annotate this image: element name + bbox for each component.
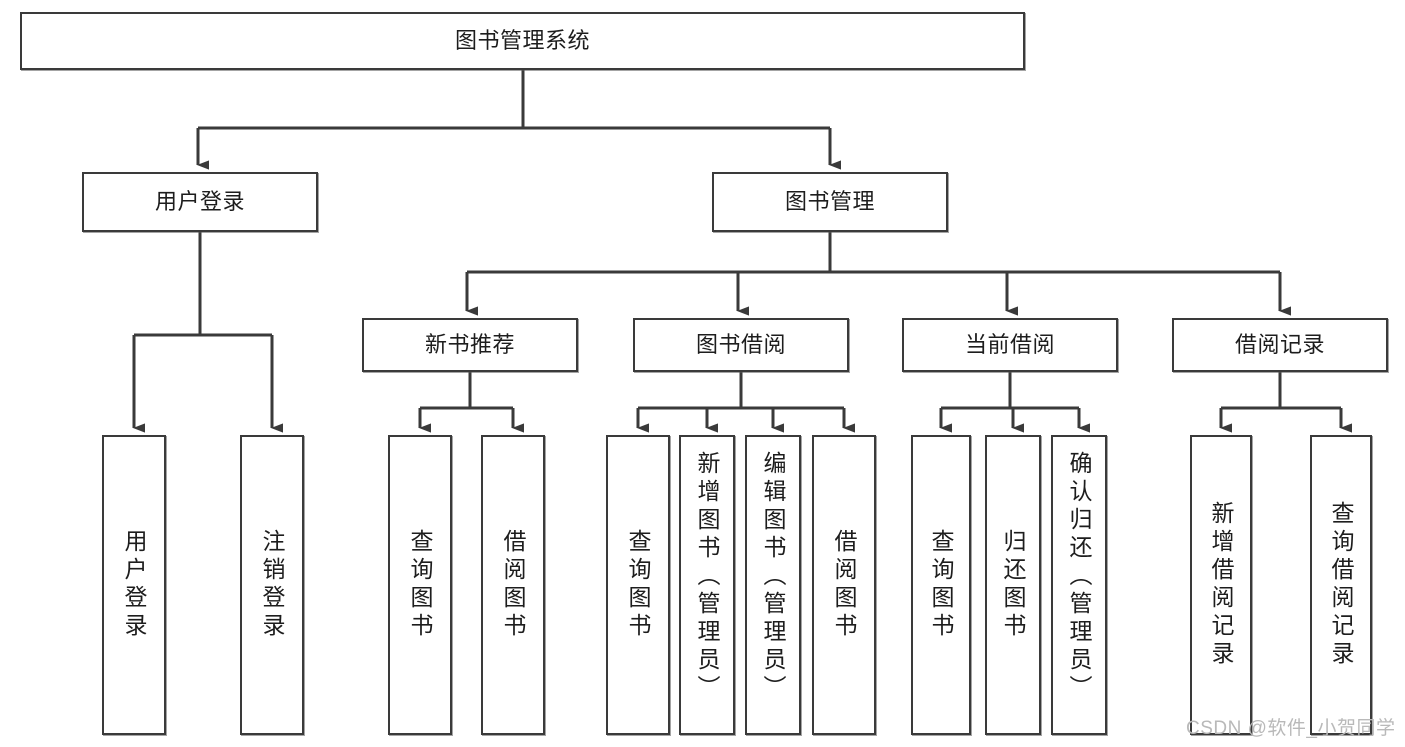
node-label: 查询图书 (928, 529, 954, 641)
leaf-edit-book-admin[interactable]: 编辑图书（管理员） (745, 435, 801, 735)
leaf-borrow-book-recommend[interactable]: 借阅图书 (481, 435, 545, 735)
node-label: 新书推荐 (424, 332, 515, 357)
leaf-user-logout[interactable]: 注销登录 (240, 435, 304, 735)
leaf-confirm-return-admin[interactable]: 确认归还（管理员） (1051, 435, 1107, 735)
node-label: 新增图书（管理员） (694, 451, 720, 703)
node-label: 用户登录 (121, 529, 147, 641)
node-label: 借阅图书 (500, 529, 526, 641)
leaf-lend-book[interactable]: 借阅图书 (812, 435, 876, 735)
node-label: 注销登录 (259, 529, 285, 641)
node-label: 借阅记录 (1234, 332, 1325, 357)
leaf-return-book[interactable]: 归还图书 (985, 435, 1041, 735)
node-book-management[interactable]: 图书管理 (712, 172, 948, 232)
node-label: 当前借阅 (964, 332, 1055, 357)
leaf-query-book-recommend[interactable]: 查询图书 (388, 435, 452, 735)
leaf-query-borrow-record[interactable]: 查询借阅记录 (1310, 435, 1372, 735)
node-new-book-recommend[interactable]: 新书推荐 (362, 318, 578, 372)
node-label: 图书管理 (784, 189, 875, 214)
node-label: 图书借阅 (695, 332, 786, 357)
node-label: 新增借阅记录 (1208, 501, 1234, 669)
leaf-query-book-current[interactable]: 查询图书 (911, 435, 971, 735)
node-borrow-records[interactable]: 借阅记录 (1172, 318, 1388, 372)
node-current-borrow[interactable]: 当前借阅 (902, 318, 1118, 372)
node-label: 用户登录 (154, 189, 245, 214)
node-book-borrow[interactable]: 图书借阅 (633, 318, 849, 372)
node-root-system[interactable]: 图书管理系统 (20, 12, 1025, 70)
leaf-add-borrow-record[interactable]: 新增借阅记录 (1190, 435, 1252, 735)
node-label: 查询借阅记录 (1328, 501, 1354, 669)
node-label: 归还图书 (1000, 529, 1026, 641)
node-label: 查询图书 (625, 529, 651, 641)
leaf-user-login[interactable]: 用户登录 (102, 435, 166, 735)
node-label: 编辑图书（管理员） (760, 451, 786, 703)
leaf-query-book-borrow[interactable]: 查询图书 (606, 435, 670, 735)
node-user-login[interactable]: 用户登录 (82, 172, 318, 232)
node-label: 图书管理系统 (454, 28, 590, 53)
node-label: 借阅图书 (831, 529, 857, 641)
leaf-add-book-admin[interactable]: 新增图书（管理员） (679, 435, 735, 735)
node-label: 查询图书 (407, 529, 433, 641)
node-label: 确认归还（管理员） (1066, 451, 1092, 703)
